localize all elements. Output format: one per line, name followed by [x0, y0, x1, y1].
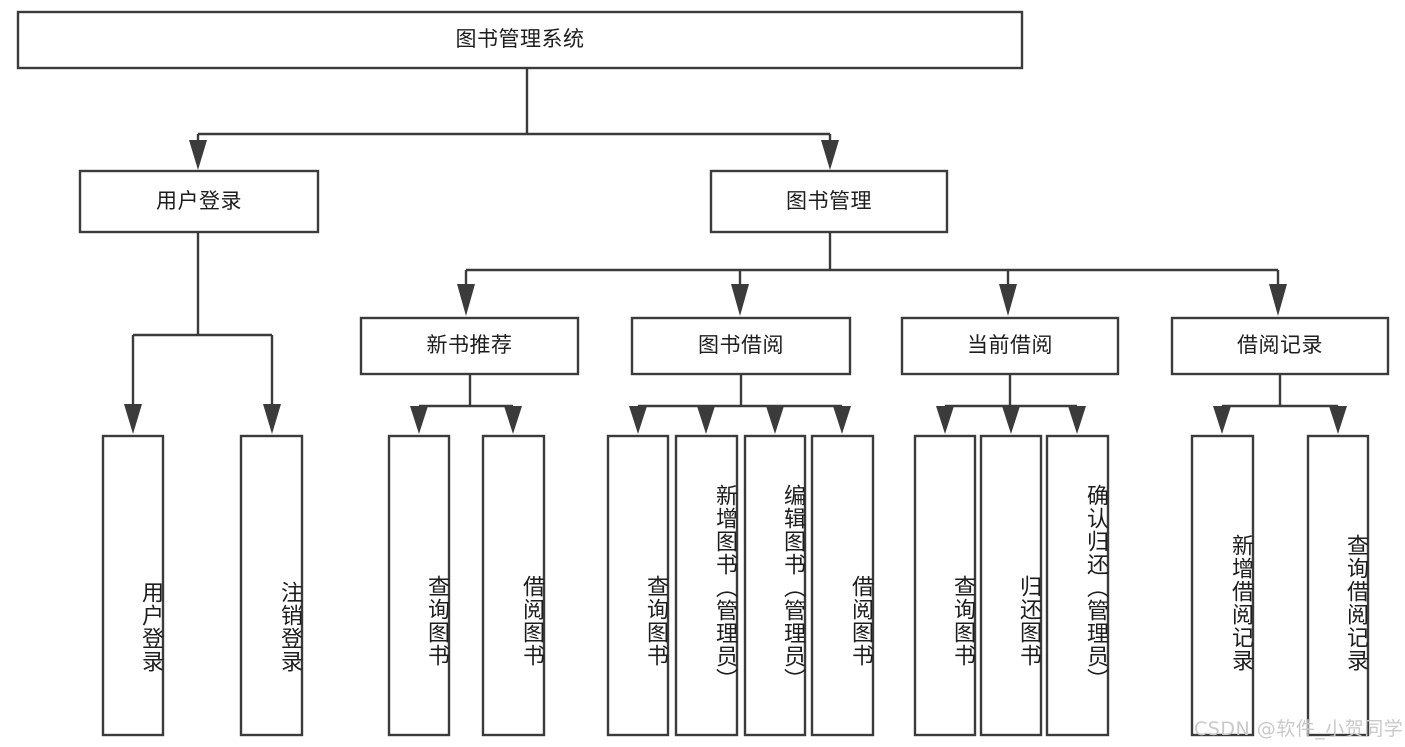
node-box-leaf-query-book-2[interactable] [606, 434, 670, 737]
node-box-leaf-borrow-book-1[interactable] [481, 434, 546, 737]
node-box-leaf-confirm-return[interactable] [1045, 434, 1110, 737]
node-box-new-book-recommend[interactable] [359, 316, 580, 376]
connector-group-borrow-record [1213, 374, 1347, 434]
node-box-leaf-logout[interactable] [239, 434, 304, 737]
connector-group-current-borrow [936, 374, 1086, 434]
arrow-root-to-user-login [189, 140, 207, 170]
arrow-bb-to-query-book [629, 406, 647, 434]
arrow-cb-to-confirm-return [1068, 406, 1086, 434]
node-box-leaf-add-book[interactable] [674, 434, 739, 737]
arrow-user-login-to-leaf-logout [263, 404, 281, 434]
connector-group-user-login [124, 232, 281, 434]
node-box-root[interactable] [16, 10, 1024, 70]
connector-group-book-borrow [629, 374, 851, 434]
arrow-root-to-book-management [821, 140, 839, 170]
node-box-leaf-add-record[interactable] [1190, 434, 1255, 737]
node-box-borrow-record[interactable] [1170, 316, 1390, 376]
arrow-bb-to-edit-book [766, 406, 784, 434]
connector-group-new-book-recommend [410, 374, 522, 434]
connector-group-book-management [457, 232, 1287, 316]
arrow-cb-to-query-book [936, 406, 954, 434]
node-box-leaf-query-book-3[interactable] [913, 434, 977, 737]
node-box-leaf-query-record[interactable] [1306, 434, 1370, 737]
node-box-leaf-user-login[interactable] [101, 434, 165, 737]
arrow-bm-to-new-book-recommend [457, 284, 475, 316]
node-box-leaf-edit-book[interactable] [743, 434, 807, 737]
connector-group-root [189, 68, 839, 170]
node-box-book-borrow[interactable] [630, 316, 852, 376]
node-box-leaf-borrow-book-2[interactable] [810, 434, 875, 737]
arrow-br-to-query-record [1329, 406, 1347, 434]
arrow-cb-to-return-book [1002, 406, 1020, 434]
arrow-nbr-to-query-book [410, 406, 428, 434]
node-box-current-borrow[interactable] [900, 316, 1120, 376]
arrow-nbr-to-borrow-book [504, 406, 522, 434]
arrow-br-to-add-record [1213, 406, 1231, 434]
arrow-bb-to-borrow-book [833, 406, 851, 434]
node-box-user-login[interactable] [78, 169, 320, 234]
node-box-leaf-return-book[interactable] [979, 434, 1043, 737]
arrow-bb-to-add-book [697, 406, 715, 434]
arrow-bm-to-borrow-record [1269, 284, 1287, 316]
node-box-book-management[interactable] [709, 169, 949, 234]
arrow-user-login-to-leaf-user-login [124, 404, 142, 434]
node-box-leaf-query-book-1[interactable] [387, 434, 451, 737]
arrow-bm-to-book-borrow [731, 284, 749, 316]
arrow-bm-to-current-borrow [999, 284, 1017, 316]
